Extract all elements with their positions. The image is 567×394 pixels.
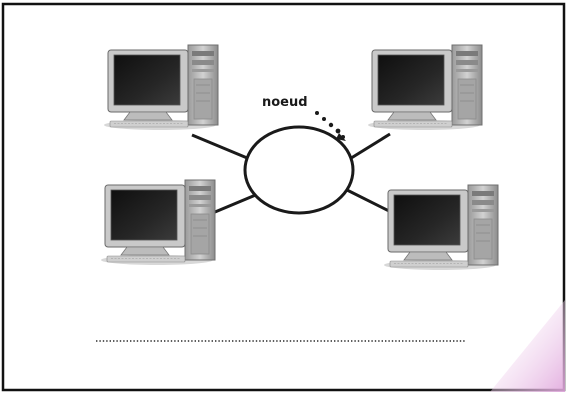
ring-ellipse — [243, 125, 355, 215]
node-label: noeud — [262, 95, 308, 110]
link-bottom-right — [346, 188, 396, 216]
link-top-right — [347, 132, 391, 162]
node-pointer-arrow — [315, 111, 346, 141]
pink-corner-decoration — [490, 300, 565, 392]
link-top-left — [191, 133, 253, 162]
link-bottom-left — [214, 192, 259, 214]
